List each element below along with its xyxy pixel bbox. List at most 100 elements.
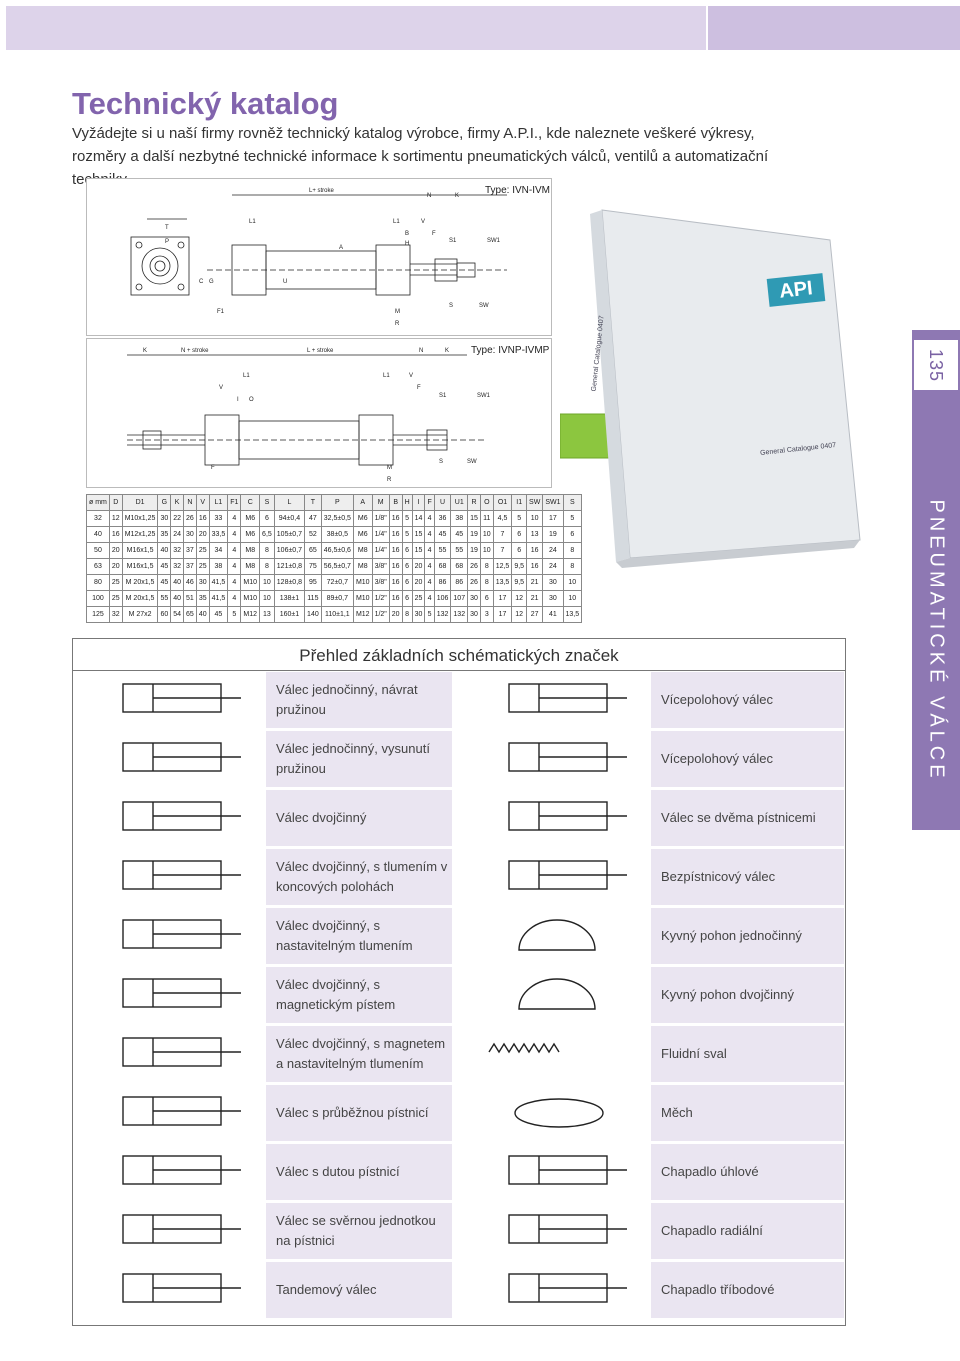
right-symbol-glyph [508,1155,627,1185]
table-cell: 8 [401,606,413,623]
table-header-cell: A [352,494,373,511]
table-cell: 25 [411,590,426,607]
table-cell: 6 [259,510,275,527]
svg-text:F: F [211,465,215,471]
table-cell: 10 [562,574,583,591]
table-cell: 5 [401,526,413,543]
table-cell: 47 [304,510,322,527]
table-header-cell: U1 [450,494,469,511]
table-cell: 19 [542,526,564,543]
table-cell: 10 [479,526,494,543]
table-cell: 4 [227,558,242,575]
symbol-row: Válec dvojčinný, s nastavitelným tlumení… [73,907,845,965]
svg-text:S1: S1 [449,238,457,244]
table-cell: 4 [227,590,242,607]
table-cell: 33 [208,510,229,527]
table-cell: 16 [388,590,403,607]
left-symbol-glyph [122,1096,241,1126]
table-cell: 27 [526,606,544,623]
right-symbol-drawing [459,1026,645,1082]
left-symbol-glyph [122,978,241,1008]
right-symbol-drawing [459,1085,645,1141]
left-symbol-glyph [122,1037,241,1067]
left-symbol-drawing [73,1144,259,1200]
left-symbol-label: Válec s průběžnou pístnicí [266,1085,452,1141]
right-symbol-label: Vícepolohový válec [651,731,844,787]
right-symbol-label: Chapadlo úhlové [651,1144,844,1200]
svg-text:R: R [395,321,400,327]
table-cell: 36 [433,510,452,527]
table-cell: 8 [562,542,583,559]
table-cell: 4,5 [492,510,513,527]
table-cell: M10 [240,574,261,591]
page-number-box: 135 [912,338,960,392]
table-cell: 3/8" [371,558,390,575]
right-symbol-glyph [508,801,627,831]
table-cell: 138±1 [273,590,306,607]
table-cell: 6 [401,574,413,591]
table-cell: 40 [195,606,210,623]
table-header-cell: K [170,494,185,511]
table-header-cell: SW1 [542,494,564,511]
table-header-cell: V [195,494,210,511]
table-cell: 1/4" [371,542,390,559]
table-header-cell: S [259,494,275,511]
table-cell: 10 [562,590,583,607]
table-cell: 25 [195,558,210,575]
table-cell: 35 [195,590,210,607]
table-cell: M 20x1,5 [121,574,159,591]
svg-text:A: A [339,245,343,251]
table-header-cell: L1 [208,494,229,511]
left-symbol-label: Válec se svěrnou jednotkou na pístnici [266,1203,452,1259]
table-cell: 32 [86,510,110,527]
table-cell: 10 [526,510,544,527]
table-cell: 68 [433,558,452,575]
svg-text:V: V [219,385,223,391]
table-cell: 21 [526,574,544,591]
table-cell: M10 [240,590,261,607]
table-cell: 9,5 [511,574,528,591]
section-side-tab: 135 PNEUMATICKÉ VÁLCE [912,330,960,830]
page-title: Technický katalog [72,86,339,121]
table-cell: 12 [511,590,528,607]
catalog-brand-logo: API [766,273,826,307]
svg-text:U: U [283,279,287,285]
table-header-cell: F1 [227,494,242,511]
table-cell: 9,5 [511,558,528,575]
table-cell: 160±1 [273,606,306,623]
table-cell: 41,5 [208,590,229,607]
table-cell: 5 [562,510,583,527]
left-symbol-drawing [73,849,259,905]
left-symbol-label: Válec dvojčinný, s magnetem a nastavitel… [266,1026,452,1082]
table-cell: 24 [170,526,185,543]
table-cell: 6 [401,558,413,575]
table-cell: 13 [259,606,275,623]
table-cell: 38 [208,558,229,575]
table-cell: 15 [411,542,426,559]
table-cell: 106 [433,590,452,607]
table-cell: 11 [479,510,494,527]
table-cell: 6,5 [259,526,275,543]
table-cell: 30 [195,574,210,591]
svg-text:SW: SW [479,303,489,309]
table-header-cell: N [183,494,197,511]
left-symbol-glyph [122,860,241,890]
left-symbol-glyph [122,801,241,831]
table-cell: 100 [86,590,110,607]
svg-text:T: T [165,225,169,231]
table-header-cell: S [562,494,583,511]
table-cell: M16x1,5 [121,542,159,559]
table-cell: M6 [240,526,261,543]
right-symbol-drawing [459,908,645,964]
right-symbol-drawing [459,672,645,728]
right-symbol-drawing [459,731,645,787]
table-cell: 12,5 [492,558,513,575]
table-cell: 4 [424,574,435,591]
section-label: PNEUMATICKÉ VÁLCE [925,498,948,782]
svg-text:V: V [421,219,425,225]
table-cell: 40 [157,542,172,559]
